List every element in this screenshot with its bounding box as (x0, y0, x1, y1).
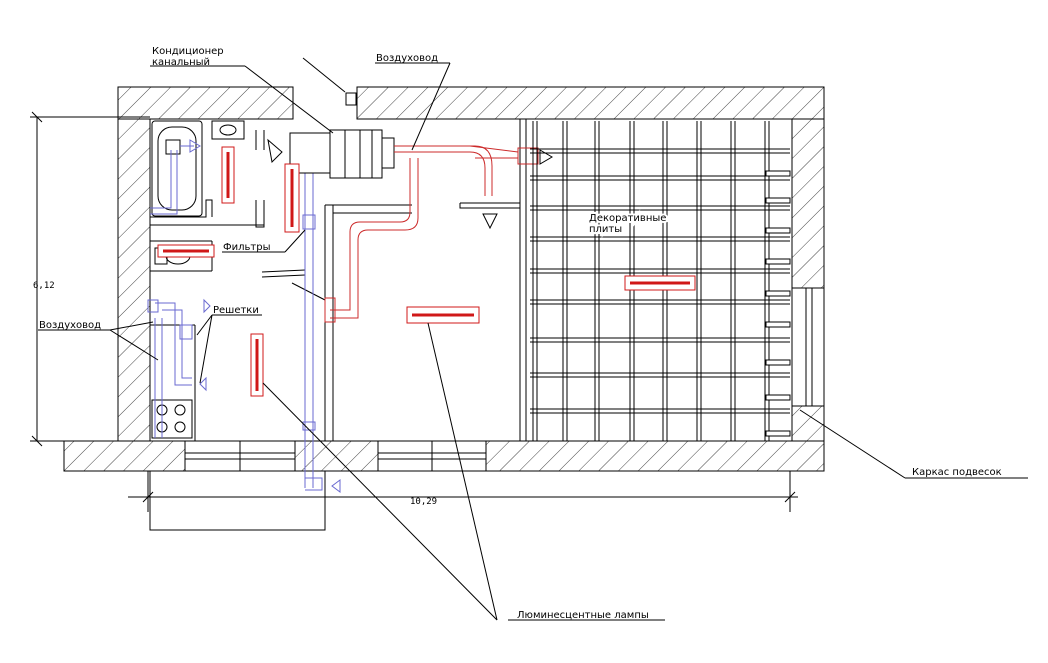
wall-left (117, 118, 151, 442)
walls (63, 57, 825, 531)
dimension-height: 6,12 (33, 281, 55, 291)
frame-hanger (765, 359, 791, 366)
frame-hanger (765, 197, 791, 204)
label-lamps: Люминесцентные лампы (517, 610, 649, 621)
label-duct-left: Воздуховод (39, 320, 101, 331)
dimension-lines (30, 111, 798, 512)
label-deco-line2: плиты (589, 224, 622, 235)
fluorescent-lamps (157, 146, 696, 397)
partitions (150, 119, 527, 441)
frame-hanger (765, 430, 791, 437)
wall-top-right (356, 86, 825, 120)
dimension-width: 10,29 (410, 497, 437, 507)
label-ac-line2: канальный (152, 57, 210, 68)
frame-hanger (765, 290, 791, 297)
ceiling-frame-grid (530, 121, 791, 441)
duct-ac-unit (289, 129, 395, 179)
label-grilles: Решетки (213, 305, 259, 316)
label-deco-line1: Декоративные (589, 213, 666, 224)
kitchen-counter (150, 324, 196, 441)
frame-hanger (765, 258, 791, 265)
red-ducts (324, 145, 539, 323)
frame-hanger (765, 394, 791, 401)
sink (211, 120, 245, 140)
wall-top-left (117, 86, 294, 120)
balcony (149, 471, 326, 531)
label-ac-line1: Кондиционер (152, 46, 224, 57)
label-duct-top: Воздуховод (376, 53, 438, 64)
leader-lines (38, 62, 1028, 621)
stove (151, 399, 193, 439)
window-right (791, 287, 825, 407)
label-filters: Фильтры (223, 242, 270, 253)
frame-hanger (765, 170, 791, 177)
frame-hanger (765, 321, 791, 328)
blue-ducts (147, 139, 341, 493)
frame-hanger (765, 227, 791, 234)
label-frame: Каркас подвесок (912, 467, 1002, 478)
